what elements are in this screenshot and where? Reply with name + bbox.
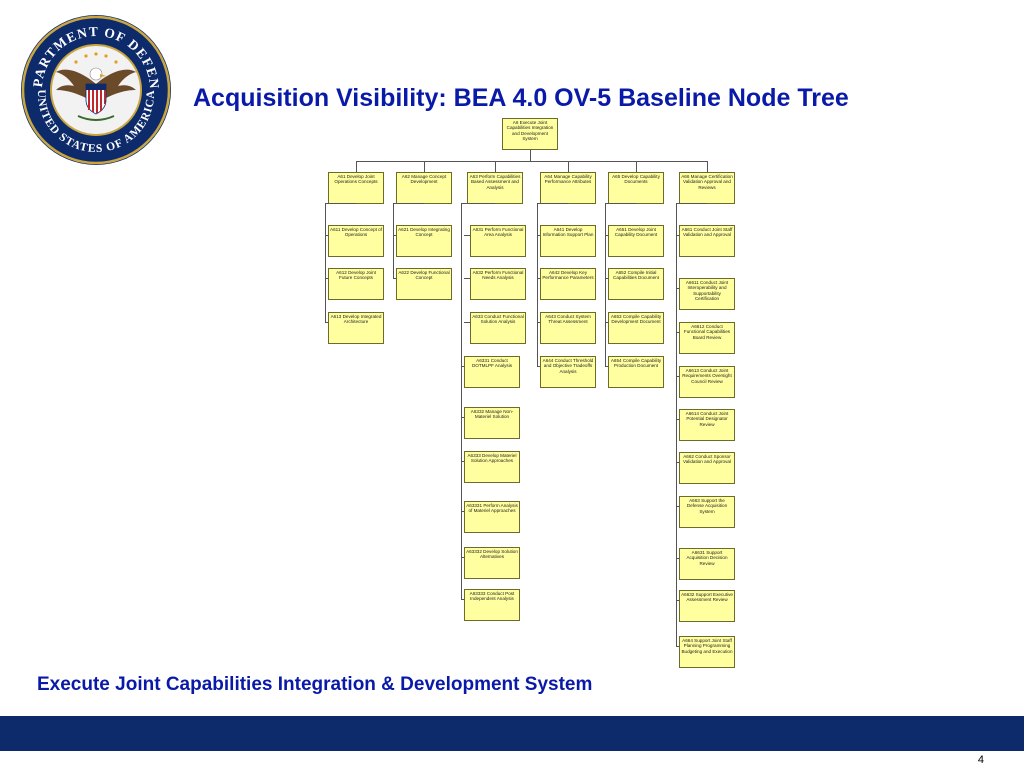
child-node: A663 Support the Defense Acquisition Sys… — [679, 496, 735, 528]
page-title: Acquisition Visibility: BEA 4.0 OV-5 Bas… — [193, 84, 849, 112]
connector-line — [676, 203, 707, 204]
child-node: A664 Support Joint Staff Planning Progra… — [679, 636, 735, 668]
connector-line — [676, 600, 679, 601]
child-node: A622 Develop Functional Concept — [396, 268, 452, 300]
branch-node: A62 Manage Concept Development — [396, 172, 452, 204]
connector-line — [461, 203, 495, 204]
child-node: A653 Compile Capability Development Docu… — [608, 312, 664, 344]
sub-node: A6333 Develop Materiel Solution Approach… — [464, 451, 520, 483]
connector-line — [461, 557, 464, 558]
connector-line — [605, 204, 606, 367]
connector-line — [464, 322, 470, 323]
connector-line — [676, 419, 679, 420]
connector-line — [605, 203, 636, 204]
connector-line — [461, 204, 462, 600]
connector-line — [676, 646, 679, 647]
child-node: A654 Compile Capability Production Docum… — [608, 356, 664, 388]
connector-line — [393, 235, 396, 236]
connector-line — [464, 235, 470, 236]
child-node: A633 Conduct Functional Solution Analysi… — [470, 312, 526, 344]
child-node: A621 Develop Integrating Concept — [396, 225, 452, 257]
sub-node: A6613 Conduct Joint Requirements Oversig… — [679, 366, 735, 398]
child-node: A641 Develop Information Support Plan — [540, 225, 596, 257]
connector-line — [537, 278, 540, 279]
connector-line — [325, 322, 328, 323]
child-node: A613 Develop Integrated Architecture — [328, 312, 384, 344]
branch-node: A61 Develop Joint Operations Concepts — [328, 172, 384, 204]
connector-line — [325, 278, 328, 279]
connector-line — [676, 506, 679, 507]
connector-line — [537, 322, 540, 323]
connector-line — [464, 278, 470, 279]
connector-line — [676, 558, 679, 559]
connector-line — [393, 278, 396, 279]
connector-line — [424, 161, 425, 172]
sub-node: A6631 Support Acquisition Decision Revie… — [679, 548, 735, 580]
connector-line — [461, 417, 464, 418]
sub-node: A6611 Conduct Joint Interoperability and… — [679, 278, 735, 310]
branch-node: A63 Perform Capabilities Based Assessmen… — [467, 172, 523, 204]
child-node: A651 Develop Joint Capability Document — [608, 225, 664, 257]
child-node: A631 Perform Functional Area Analysis — [470, 225, 526, 257]
child-node: A662 Conduct Sponsor Validation and Appr… — [679, 452, 735, 484]
connector-line — [325, 235, 328, 236]
footer-band — [0, 716, 1024, 751]
page-subtitle: Execute Joint Capabilities Integration &… — [37, 674, 593, 695]
sub-node: A63333 Conduct Post Independent Analysis — [464, 589, 520, 621]
connector-line — [605, 235, 608, 236]
connector-line — [356, 161, 357, 172]
sub-node: A63332 Develop Solution Alternatives — [464, 547, 520, 579]
branch-node: A64 Manage Capability Performance Attrib… — [540, 172, 596, 204]
connector-line — [537, 203, 568, 204]
sub-node: A6332 Manage Non-Materiel Solution — [464, 407, 520, 439]
connector-line — [676, 376, 679, 377]
connector-line — [676, 462, 679, 463]
connector-line — [530, 150, 531, 161]
connector-line — [676, 332, 679, 333]
child-node: A652 Compile Initial Capabilities Docume… — [608, 268, 664, 300]
connector-line — [356, 161, 707, 162]
connector-line — [676, 204, 677, 647]
sub-node: A63331 Perform Analysis of Materiel Appr… — [464, 501, 520, 533]
child-node: A661 Conduct Joint Staff Validation and … — [679, 225, 735, 257]
child-node: A643 Conduct System Threat Assessment — [540, 312, 596, 344]
sub-node: A6632 Support Executive Assessment Revie… — [679, 590, 735, 622]
connector-line — [636, 161, 637, 172]
connector-line — [676, 235, 679, 236]
connector-line — [393, 204, 394, 279]
connector-line — [461, 511, 464, 512]
child-node: A611 Develop Concept of Operations — [328, 225, 384, 257]
connector-line — [461, 461, 464, 462]
connector-line — [537, 366, 540, 367]
connector-line — [605, 322, 608, 323]
connector-line — [707, 161, 708, 172]
sub-node: A6614 Conduct Joint Potential Designator… — [679, 409, 735, 441]
connector-line — [537, 235, 540, 236]
node-tree: A6 Execute Joint Capabilities Integratio… — [325, 118, 735, 668]
child-node: A642 Develop Key Performance Parameters — [540, 268, 596, 300]
tree-root-node: A6 Execute Joint Capabilities Integratio… — [502, 118, 558, 150]
child-node: A632 Perform Functional Needs Analysis — [470, 268, 526, 300]
connector-line — [537, 204, 538, 367]
connector-line — [676, 288, 679, 289]
child-node: A612 Develop Joint Future Concepts — [328, 268, 384, 300]
sub-node: A6331 Conduct DOTMLPF Analysis — [464, 356, 520, 388]
child-node: A644 Conduct Threshold and Objective Tra… — [540, 356, 596, 388]
connector-line — [568, 161, 569, 172]
dod-seal: DEPARTMENT OF DEFENSE UNITED STATES OF A… — [20, 14, 171, 165]
connector-line — [461, 599, 464, 600]
page-number: 4 — [977, 754, 984, 766]
connector-line — [461, 366, 464, 367]
connector-line — [495, 161, 496, 172]
connector-line — [325, 203, 356, 204]
branch-node: A65 Develop Capability Documents — [608, 172, 664, 204]
sub-node: A6612 Conduct Functional Capabilities Bo… — [679, 322, 735, 354]
connector-line — [325, 204, 326, 323]
connector-line — [605, 366, 608, 367]
branch-node: A66 Manage Certification Validation Appr… — [679, 172, 735, 204]
connector-line — [605, 278, 608, 279]
connector-line — [393, 203, 424, 204]
eagle-shield-icon — [56, 52, 136, 121]
